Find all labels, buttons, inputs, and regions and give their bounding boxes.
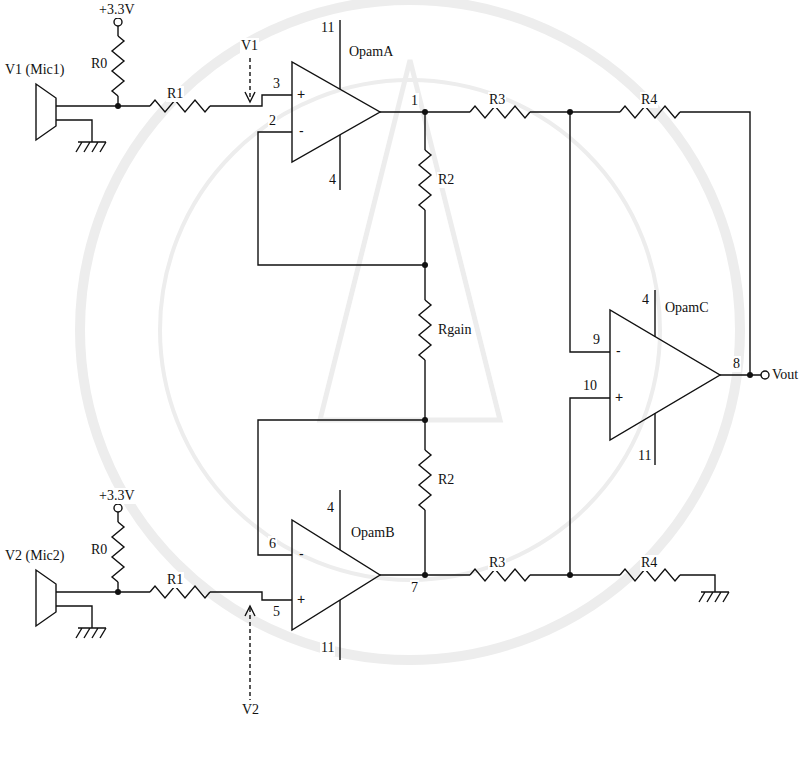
input-sign: -: [298, 123, 305, 139]
voltage-arrow: [249, 58, 250, 100]
wires: [36, 18, 769, 700]
arrow-head: [245, 92, 255, 102]
pin-number: 4: [326, 500, 335, 516]
watermark: [80, 0, 740, 660]
junction-dot: [115, 589, 121, 595]
resistor-label: R3: [488, 555, 506, 571]
watermark-ring: [80, 0, 740, 660]
pin-number: 3: [272, 76, 281, 92]
wire: [56, 20, 761, 660]
opamp-triangle: [610, 310, 720, 440]
junction-dot: [567, 109, 573, 115]
resistor-symbol: [419, 300, 431, 360]
resistor-label: R2: [437, 172, 455, 188]
pin-number: 9: [592, 332, 601, 348]
pin-number: 5: [272, 604, 281, 620]
pin-number: 11: [637, 448, 652, 464]
junction-dot: [422, 417, 428, 423]
supply-terminal: [114, 504, 122, 512]
pin-number: 2: [268, 113, 277, 129]
opamp-name: OpamB: [350, 525, 396, 541]
pin-number: 4: [328, 172, 337, 188]
resistor-symbol: [112, 36, 124, 96]
input-sign: +: [296, 86, 306, 102]
input-sign: +: [614, 389, 624, 405]
junction-dot: [747, 372, 753, 378]
opamp-name: OpamA: [348, 44, 394, 60]
junction-dot: [567, 572, 573, 578]
junction-dots: [115, 103, 753, 595]
microphone-label: V2 (Mic2): [4, 548, 66, 564]
pin-number: 8: [732, 356, 741, 372]
resistor-label: R1: [166, 86, 184, 102]
junction-dot: [115, 103, 121, 109]
resistor-label: R1: [166, 572, 184, 588]
resistor-label: R0: [90, 56, 108, 72]
watermark-ring: [160, 80, 660, 580]
voltage-arrow: [249, 608, 250, 700]
junction-dot: [422, 262, 428, 268]
pin-number: 7: [410, 580, 419, 596]
input-sign: +: [296, 591, 306, 607]
watermark-shape: [320, 60, 500, 420]
resistor-symbol: [419, 150, 431, 210]
pin-number: 11: [320, 20, 335, 36]
supply-terminal: [114, 18, 122, 26]
junction-dot: [422, 572, 428, 578]
output-label: Vout: [771, 367, 799, 383]
resistor-label: Rgain: [437, 322, 472, 338]
opamp-name: OpamC: [664, 300, 710, 316]
input-sign: -: [298, 546, 305, 562]
signal-label: V1: [240, 38, 259, 54]
pin-number: 11: [320, 640, 335, 656]
resistor-label: R2: [437, 472, 455, 488]
ground-symbol: [76, 628, 106, 638]
supply-label: +3.3V: [98, 488, 136, 504]
signal-label: V2: [241, 702, 260, 718]
supply-label: +3.3V: [98, 2, 136, 18]
resistor-label: R4: [640, 92, 658, 108]
arrow-head: [245, 606, 255, 616]
resistor-symbol: [112, 522, 124, 582]
resistor-symbol: [419, 450, 431, 510]
pin-number: 6: [268, 536, 277, 552]
pin-number: 10: [582, 378, 598, 394]
resistor-label: R4: [640, 555, 658, 571]
opamp-triangle: [292, 62, 380, 162]
pin-number: 4: [641, 292, 650, 308]
resistor-label: R3: [488, 92, 506, 108]
pin-number: 1: [410, 93, 419, 109]
resistor-label: R0: [90, 542, 108, 558]
input-sign: -: [615, 343, 622, 359]
junction-dot: [422, 109, 428, 115]
microphone-symbol: [36, 84, 56, 140]
microphone-label: V1 (Mic1): [4, 62, 66, 78]
output-terminal: [761, 371, 769, 379]
microphone-symbol: [36, 570, 56, 626]
ground-symbol: [76, 142, 106, 152]
ground-symbol: [699, 592, 729, 602]
